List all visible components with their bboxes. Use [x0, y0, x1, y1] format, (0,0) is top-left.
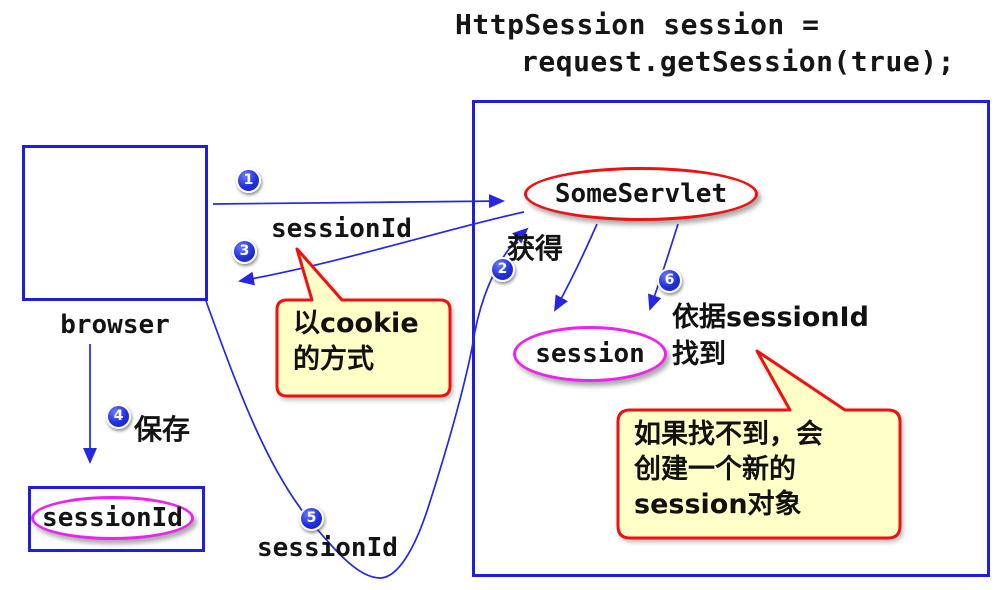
cookie-callout-line2: 的方式 — [293, 344, 374, 375]
cookie-callout-line1: 以cookie — [293, 308, 419, 339]
code-line-1: HttpSession session = — [455, 8, 820, 41]
resend-sessionid-label: sessionId — [257, 533, 398, 563]
session-label: session — [535, 339, 645, 369]
arrow-step1-request — [212, 194, 505, 209]
code-line-2: request.getSession(true); — [521, 45, 955, 78]
step-badge-4: 4 — [106, 404, 131, 429]
cookie-callout-bubble — [275, 247, 452, 398]
sessionid-store-box — [28, 486, 205, 552]
stored-sessionid-label: sessionId — [42, 503, 183, 533]
notfound-callout-line1: 如果找不到，会 — [634, 419, 823, 450]
notfound-callout-text: 如果找不到，会 创建一个新的 session对象 — [634, 417, 823, 522]
cookie-sessionid-label: sessionId — [271, 214, 412, 244]
arrow-step6-lookup-session — [648, 223, 679, 311]
step-badge-5: 5 — [299, 506, 324, 531]
browser-box — [22, 145, 208, 301]
obtain-label: 获得 — [507, 232, 564, 265]
cookie-callout-text: 以cookie 的方式 — [293, 306, 419, 378]
step-badge-2: 2 — [490, 257, 515, 282]
arrow-step3-return-sessionid — [238, 211, 525, 286]
save-label: 保存 — [134, 413, 191, 446]
notfound-callout-line3: session对象 — [634, 489, 802, 520]
browser-label: browser — [60, 310, 170, 340]
notfound-callout-bubble — [616, 349, 902, 540]
someservlet-ellipse: SomeServlet — [524, 167, 758, 221]
session-ellipse: session — [513, 326, 667, 382]
step-badge-3: 3 — [232, 239, 257, 264]
someservlet-label: SomeServlet — [554, 179, 728, 209]
step-badge-6: 6 — [657, 268, 682, 293]
arrow-obtain-session — [554, 223, 598, 312]
lookup-label-line2: 找到 — [672, 339, 726, 370]
arrow-step5-resend-sessionid — [205, 227, 529, 579]
lookup-label: 依据sessionId 找到 — [672, 299, 869, 373]
step-badge-1: 1 — [236, 168, 261, 193]
stored-sessionid-ellipse: sessionId — [31, 496, 194, 540]
lookup-label-line1: 依据sessionId — [672, 302, 869, 333]
notfound-callout-line2: 创建一个新的 — [634, 454, 796, 485]
